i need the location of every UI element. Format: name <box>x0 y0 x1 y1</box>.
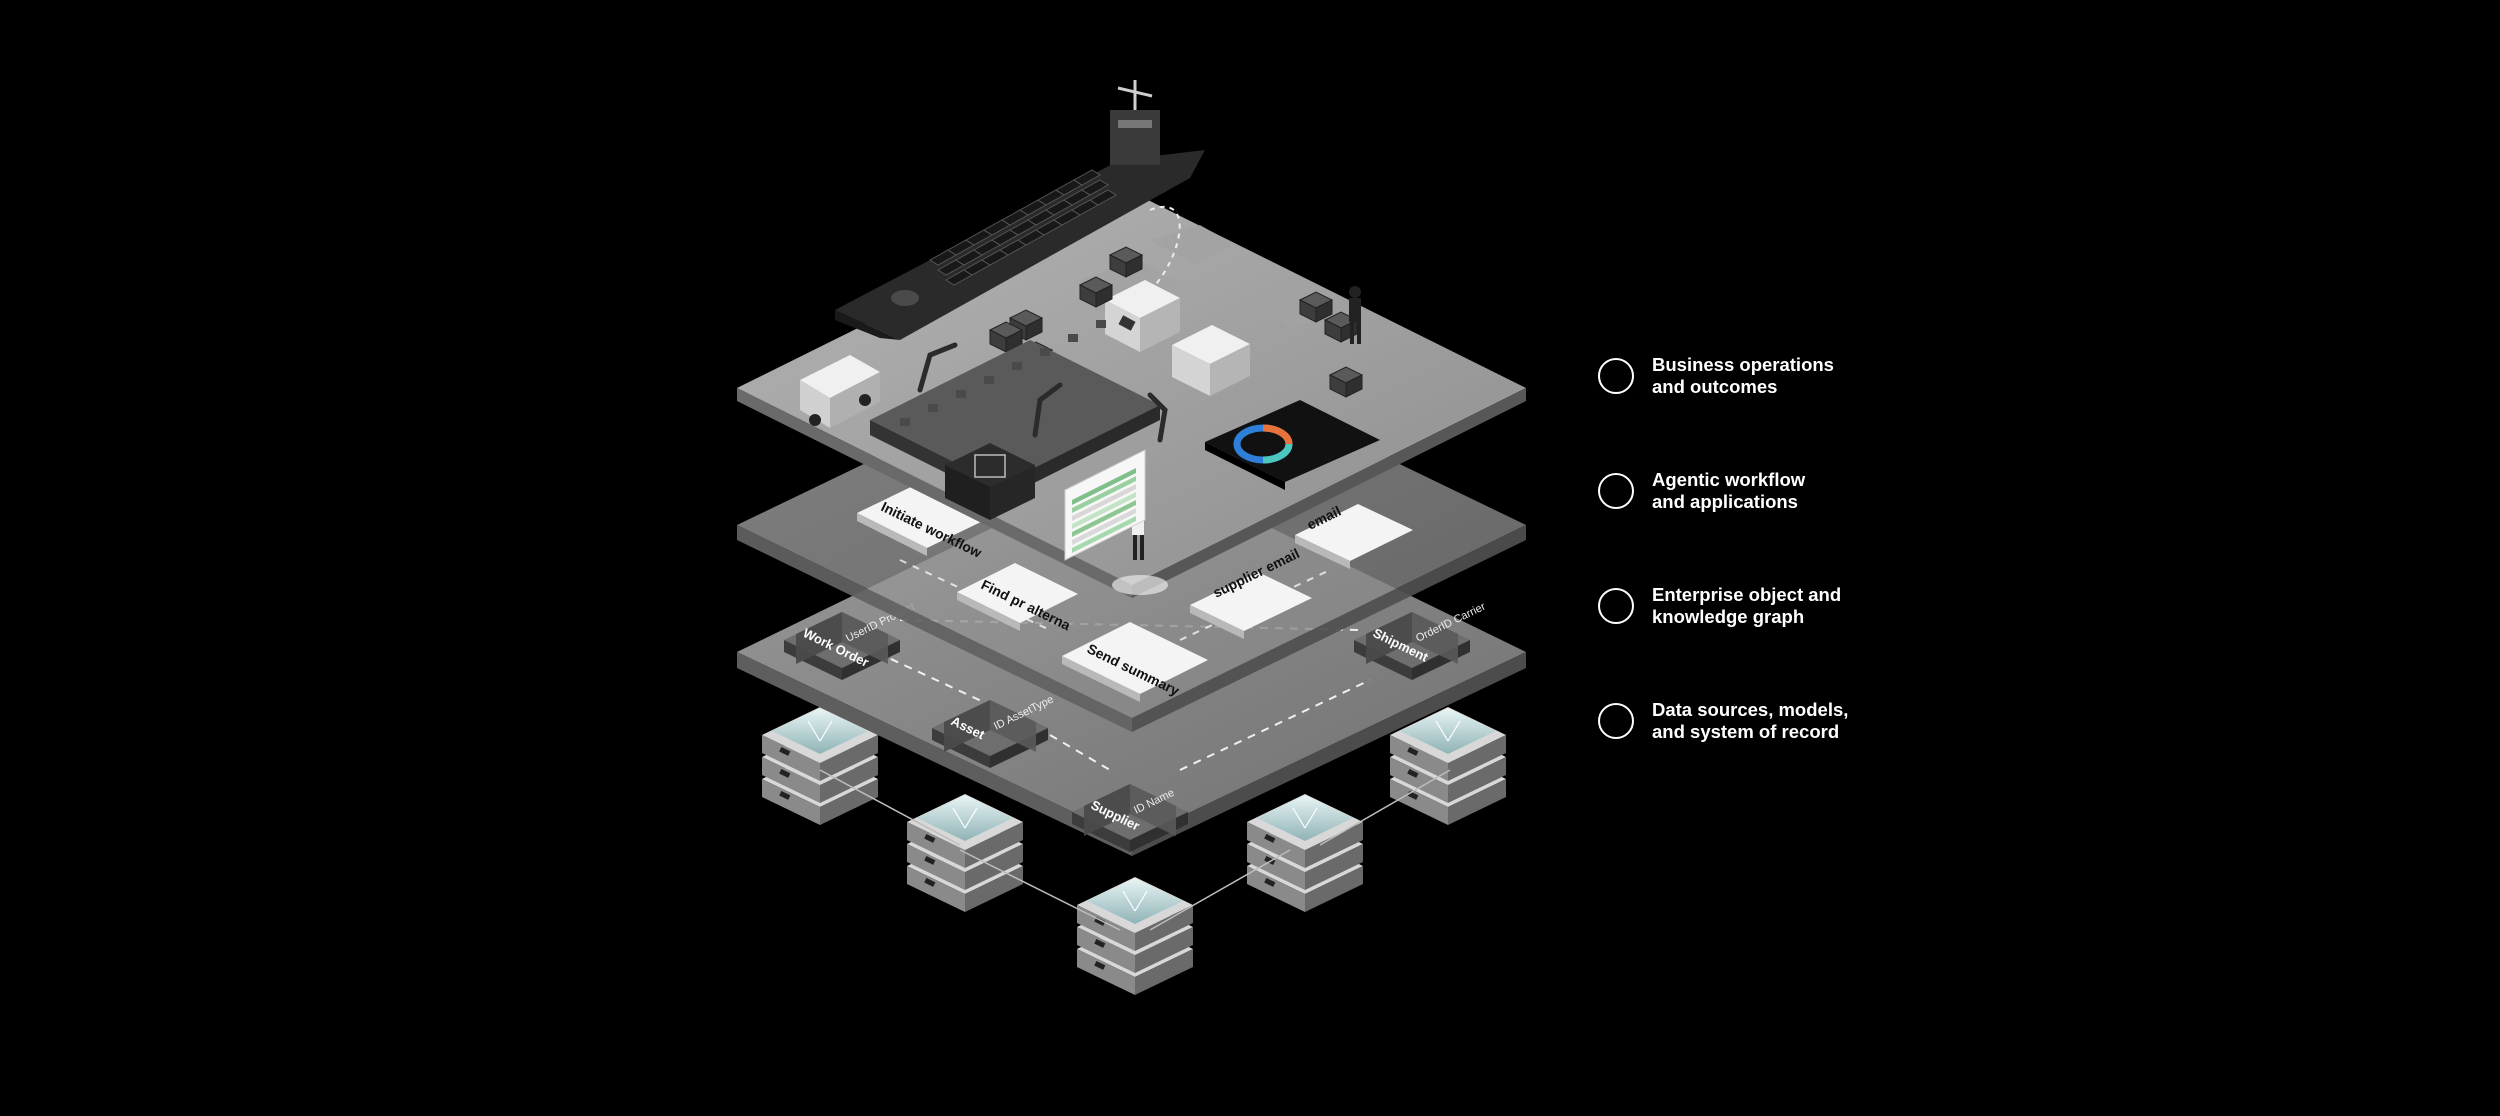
legend-item-data-sources: Data sources, models, and system of reco… <box>1598 699 1848 743</box>
truck-icon <box>1105 280 1180 352</box>
db-connections <box>819 769 1451 931</box>
legend-item-knowledge-graph: Enterprise object and knowledge graph <box>1598 584 1841 628</box>
robot-arm-icon <box>917 342 1168 443</box>
circle-icon <box>1598 703 1634 739</box>
circle-icon <box>1598 358 1634 394</box>
legend-label-line1: Data sources, models, <box>1652 699 1849 720</box>
legend-label-line2: and outcomes <box>1652 376 1778 397</box>
legend-label-line1: Enterprise object and <box>1652 584 1842 605</box>
workflow-screen-icon <box>1064 449 1146 561</box>
legend-label-line2: knowledge graph <box>1652 606 1805 627</box>
legend-item-business-operations: Business operations and outcomes <box>1598 354 1834 398</box>
person-icon <box>1349 286 1361 344</box>
legend-label-line1: Business operations <box>1652 354 1834 375</box>
truck-icon <box>800 355 880 428</box>
database-stack-icon <box>907 794 1023 912</box>
legend-label-line1: Agentic workflow <box>1652 469 1806 490</box>
dashboard-tablet-icon <box>1205 400 1380 490</box>
legend-item-agentic-workflow: Agentic workflow and applications <box>1598 469 1805 513</box>
workflow-cards: Initiate workflow Find pr alterna Send s… <box>857 485 1413 702</box>
database-stack-icon <box>1247 794 1363 912</box>
machine-icon <box>945 443 1035 520</box>
truck-icon <box>1172 325 1250 396</box>
legend-label-line2: and system of record <box>1652 721 1840 742</box>
circle-icon <box>1598 588 1634 624</box>
data-sources-layer <box>762 707 1506 995</box>
circle-icon <box>1598 473 1634 509</box>
database-stack-icon <box>1077 877 1193 995</box>
database-stack-icon <box>1390 707 1506 825</box>
container-ship-icon <box>835 80 1205 340</box>
legend-label-line2: and applications <box>1652 491 1798 512</box>
